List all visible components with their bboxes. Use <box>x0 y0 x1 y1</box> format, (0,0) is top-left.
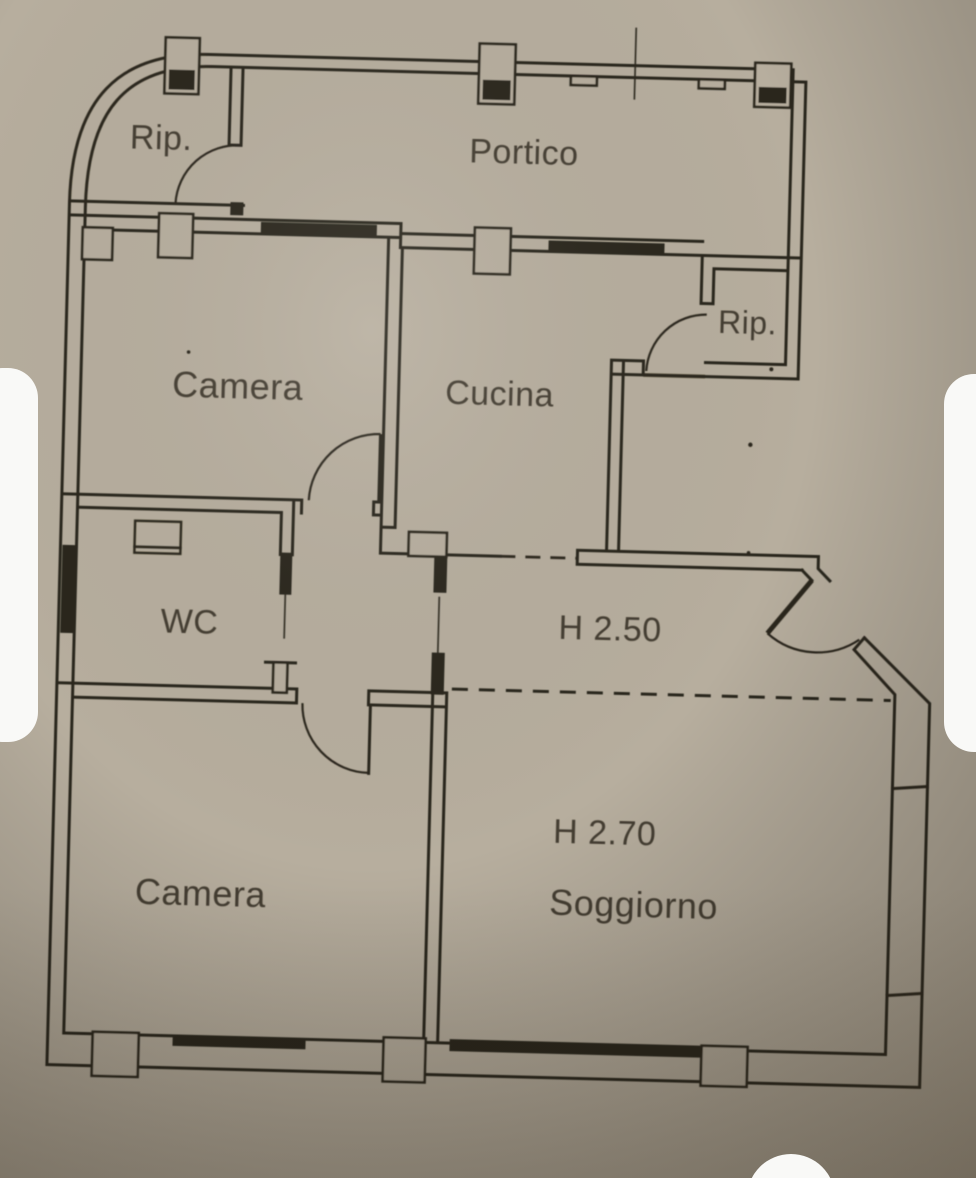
ui-overlays <box>0 368 976 1178</box>
left-edge-pill <box>0 368 38 742</box>
right-edge-pill <box>944 374 976 752</box>
bottom-edge-dot <box>751 1154 831 1178</box>
